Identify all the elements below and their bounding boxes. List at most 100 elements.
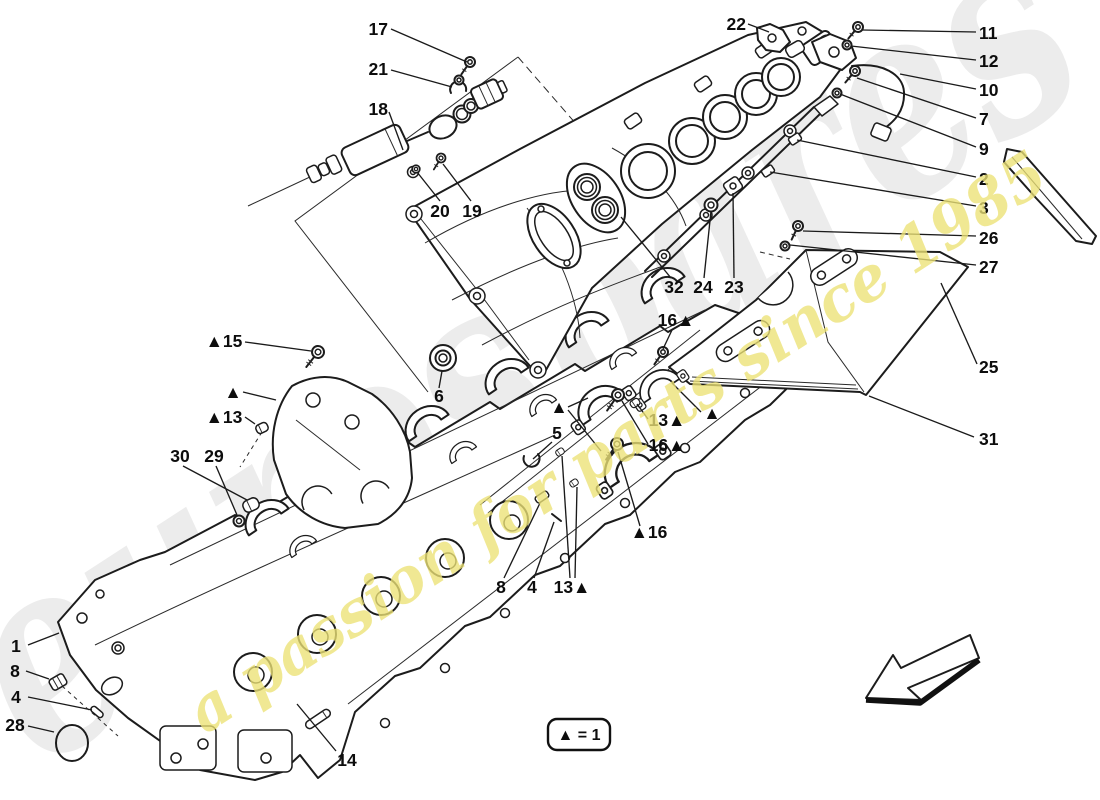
heat-shield-main <box>668 247 969 396</box>
leader-line-6 <box>438 370 443 389</box>
callout-17: 17 <box>369 19 388 39</box>
leader-line-tri-b-1 <box>567 409 602 452</box>
leader-line-28 <box>27 725 55 733</box>
callout-26: 26 <box>979 228 999 248</box>
leader-line-11 <box>861 29 977 33</box>
leader-line-10 <box>899 73 977 90</box>
callout-tri-b: ▲ <box>550 397 567 417</box>
legend-text: ▲ = 1 <box>558 727 601 744</box>
callout-32: 32 <box>664 277 684 297</box>
leader-line-18 <box>388 111 404 151</box>
leader-line-12 <box>850 45 977 61</box>
leader-line-2 <box>796 139 977 178</box>
leader-lines <box>25 23 978 752</box>
leader-line-13t <box>244 416 256 425</box>
leader-line-31 <box>868 395 975 438</box>
callout-14: 14 <box>337 750 357 770</box>
leader-line-tri-c <box>671 382 702 413</box>
leader-line-8b <box>503 502 541 579</box>
callout-7: 7 <box>979 109 989 129</box>
cam-sensor <box>811 18 906 142</box>
callout-29: 29 <box>204 446 224 466</box>
callout-12: 12 <box>979 51 999 71</box>
leader-line-tri-b <box>567 397 589 408</box>
small-parts-bottom-left <box>48 673 332 762</box>
callout-25: 25 <box>979 357 999 377</box>
leader-line-4b <box>533 521 555 579</box>
callout-4b: 4 <box>527 577 537 597</box>
callout-18: 18 <box>369 99 389 119</box>
leader-line-20 <box>416 171 441 202</box>
shield-strap-a <box>809 247 859 287</box>
callout-15: ▲15 <box>206 331 243 351</box>
callout-23: 23 <box>724 277 744 297</box>
callout-2: 2 <box>979 169 989 189</box>
callout-10: 10 <box>979 80 999 100</box>
callout-13t: ▲13 <box>206 407 243 427</box>
leader-line-16a <box>621 400 649 445</box>
callout-16a: 16▲ <box>649 435 686 455</box>
leader-line-29 <box>215 465 238 516</box>
small-fasteners-left <box>232 342 457 528</box>
leader-line-19 <box>442 163 472 202</box>
callout-30: 30 <box>170 446 190 466</box>
callout-9: 9 <box>979 139 989 159</box>
callout-6: 6 <box>434 386 444 406</box>
leader-line-21 <box>390 69 453 88</box>
leader-line-13a <box>636 403 649 420</box>
callout-13b: 13▲ <box>554 577 591 597</box>
callout-3: 3 <box>979 198 989 218</box>
leader-line-25 <box>940 282 978 365</box>
heat-shield-corner <box>1003 148 1097 245</box>
leader-line-17 <box>390 28 468 63</box>
vvt-solenoid <box>305 54 508 184</box>
valve-cover <box>405 21 847 379</box>
leader-line-27 <box>789 244 977 266</box>
callout-16t: 16▲ <box>658 310 695 330</box>
leader-line-3 <box>769 171 977 207</box>
callout-27: 27 <box>979 257 998 277</box>
legend-box <box>546 717 612 752</box>
leader-line-26 <box>802 230 977 237</box>
legend: ▲ = 1 <box>546 717 612 752</box>
rail-clamp <box>722 176 744 196</box>
callout-13a: 13▲ <box>649 410 686 430</box>
callout-tri-a: ▲ <box>224 382 241 402</box>
leader-line-7 <box>856 77 977 119</box>
leader-line-5 <box>532 441 553 460</box>
callout-tri-c: ▲ <box>703 403 720 423</box>
callout-20: 20 <box>430 201 450 221</box>
callout-21: 21 <box>369 59 389 79</box>
callout-24: 24 <box>693 277 713 297</box>
callout-28: 28 <box>5 715 25 735</box>
leader-line-4a <box>27 696 93 711</box>
callout-4a: 4 <box>11 687 21 707</box>
callout-11: 11 <box>979 23 998 43</box>
leader-line-16b <box>617 451 641 527</box>
leader-line-32 <box>620 216 672 279</box>
leader-line-13b <box>561 455 571 579</box>
leader-line-8a <box>25 670 50 680</box>
o-ring-28 <box>55 724 89 762</box>
callout-16b: ▲16 <box>631 522 668 542</box>
cam-caps-cluster <box>522 344 691 522</box>
leader-line-14 <box>296 703 337 752</box>
leader-line-15 <box>244 341 312 352</box>
cam-front-bracket <box>271 376 413 529</box>
leader-line-23 <box>732 192 735 279</box>
callout-31: 31 <box>979 429 999 449</box>
shield-strap-b <box>715 319 771 363</box>
callout-22: 22 <box>727 14 747 34</box>
callout-1: 1 <box>11 636 21 656</box>
callout-19: 19 <box>462 201 482 221</box>
leader-line-13b-1 <box>574 486 578 579</box>
leader-line-22 <box>747 23 770 33</box>
leader-line-9 <box>839 93 977 148</box>
callout-8a: 8 <box>10 661 20 681</box>
callout-8b: 8 <box>496 577 506 597</box>
leader-line-1 <box>27 632 60 646</box>
cam-rail <box>644 95 839 278</box>
